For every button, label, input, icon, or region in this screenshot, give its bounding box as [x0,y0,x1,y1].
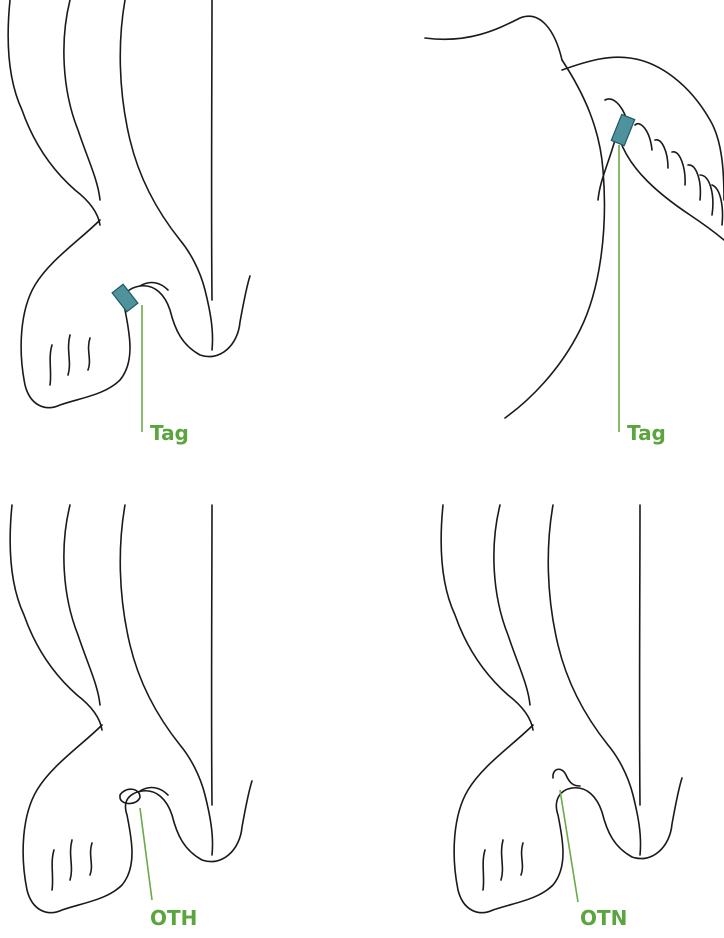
leg-outline-inner [494,505,530,705]
leg-outline-inner [64,505,100,705]
leg-outline-back [441,505,533,730]
foot-outline [21,220,250,408]
panel-top-right: Tag [425,16,724,445]
panel-label: Tag [150,421,189,445]
panel-bottom-right: OTN [441,505,682,930]
panel-label: OTH [150,906,197,930]
tag-marker [611,114,634,145]
otn-notch-outline [553,769,580,786]
body-outline-top [425,16,562,60]
panel-top-left: Tag [8,0,250,445]
panel-bottom-left: OTH [10,505,252,930]
toe-lines [52,840,92,890]
leg-outline-back [10,505,102,730]
leg-outline-back [8,0,100,225]
body-outline-side [505,60,604,418]
oth-leader-line [140,808,152,900]
panel-label: Tag [627,421,666,445]
leg-outline-inner [64,0,100,200]
foot-outline [454,725,682,913]
toe-lines [483,840,523,890]
panel-label: OTN [580,906,627,930]
leg-fold-outline [620,140,724,240]
toe-lines [50,335,90,385]
foot-outline [23,725,252,913]
